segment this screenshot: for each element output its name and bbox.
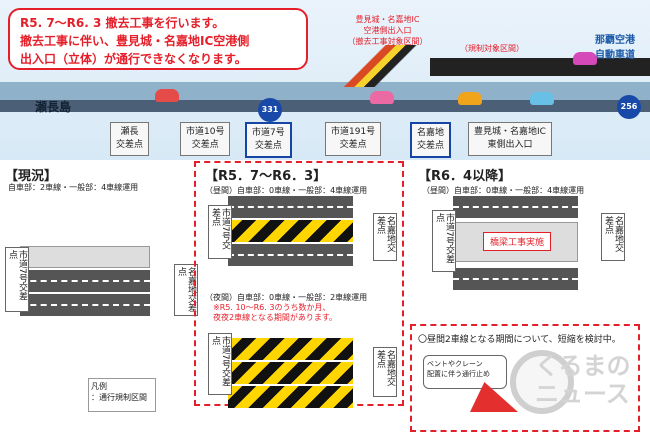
future-road	[453, 196, 578, 294]
intersection-senaga: 瀬長 交差点	[110, 122, 150, 156]
intersection-7: 市道7号 交差点	[245, 122, 292, 158]
intersection-191: 市道191号 交差点	[325, 122, 382, 156]
legend-title: 凡例	[91, 382, 107, 391]
future-left: 市道7号交差点	[432, 210, 456, 272]
work-section-label: 豊見城・名嘉地IC 空港側出入口 （撤去工事対象区間）	[347, 15, 428, 46]
period-night-right: 名嘉地交差点	[373, 347, 397, 397]
period-day-right: 名嘉地交差点	[373, 213, 397, 261]
legend-box: 凡例 ：通行規制区間	[88, 378, 156, 412]
main-road	[0, 100, 650, 112]
future-right: 名嘉地交差点	[601, 213, 625, 261]
period-day-label: （昼間）自車部：0車線・一般部：4車線運用	[205, 186, 368, 195]
notice-line2: 撤去工事に伴い、豊見城・名嘉地IC空港側	[20, 34, 250, 48]
route-256-sign: 256	[617, 95, 641, 119]
notice-line3: 出入口（立体）が通行できなくなります。	[20, 52, 247, 66]
area-label: 瀬長島	[35, 100, 72, 114]
airport-label: 那覇空港 自動車道	[595, 35, 635, 61]
logo-text: くるまの ニュース	[535, 352, 631, 408]
period-night-road	[228, 338, 353, 412]
current-sub: 自車部：2車線・一般部：4車線運用	[8, 183, 139, 192]
notice-box: R5. 7～R6. 3 撤去工事を行います。 撤去工事に伴い、豊見城・名嘉地IC…	[8, 8, 308, 70]
period-note: ※R5. 10～R6. 3のうち数か月、 夜夜2車線となる期間があります。	[213, 303, 338, 322]
bridge-work-label: 橋梁工事実施	[483, 232, 552, 251]
future-note: 〇昼間2車線となる期間について、短縮を検討中。	[418, 335, 621, 345]
period-title: 【R5．7～R6．3】	[205, 169, 327, 184]
current-left-side: 市道7号交差点	[5, 247, 29, 312]
car-expressway-icon	[573, 52, 597, 65]
regulated-section-label: （規制対象区間）	[460, 44, 524, 53]
logo-circle	[510, 350, 574, 414]
period-day-left: 市道7号交差点	[208, 205, 232, 259]
crane-callout: ベントやクレーン 配置に伴う通行止め	[423, 355, 507, 389]
intersection-10: 市道10号 交差点	[180, 122, 231, 156]
period-day-road	[228, 196, 353, 270]
ramp-under-work	[312, 45, 432, 87]
intersection-ic-east: 豊見城・名嘉地IC 東側出入口	[468, 122, 552, 156]
notice-line1: R5. 7～R6. 3 撤去工事を行います。	[20, 16, 225, 30]
car-pink-icon	[370, 91, 394, 104]
intersection-nakachi: 名嘉地 交差点	[410, 122, 452, 158]
current-road	[20, 246, 170, 324]
car-blue-icon	[530, 92, 554, 105]
period-night-left: 市道7号交差点	[208, 333, 232, 395]
future-title: 【R6．4以降】	[418, 169, 512, 184]
current-title: 【現況】	[5, 169, 58, 184]
future-sub: （昼間）自車部：0車線・一般部：4車線運用	[422, 186, 585, 195]
car-orange-icon	[458, 92, 482, 105]
legend-text: ：通行規制区間	[91, 393, 147, 402]
route-331-sign: 331	[258, 98, 282, 122]
car-red-icon	[155, 89, 179, 102]
period-night-label: （夜間）自車部：0車線・一般部：2車線運用	[205, 293, 368, 302]
